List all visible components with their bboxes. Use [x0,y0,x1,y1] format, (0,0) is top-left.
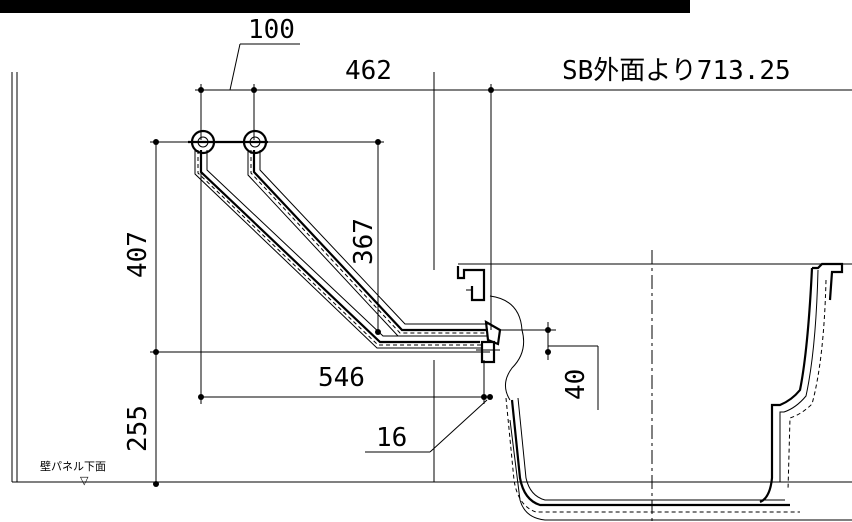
wall-panel-bottom-label: 壁パネル下面 [40,459,106,473]
dimension-40 [500,322,599,410]
dim-16-label: 16 [376,423,407,453]
dimension-top [195,43,852,330]
dimension-16 [365,399,488,453]
dimension-546 [198,150,493,404]
dim-546-label: 546 [318,363,365,393]
wall-lines [11,72,852,483]
dim-40-label: 40 [561,369,591,400]
dim-100-label: 100 [248,15,295,45]
bathtub-outline [456,250,852,522]
level-mark: ▽ [80,474,89,487]
header-bar [0,0,690,13]
faucet-piping [188,129,502,364]
dim-sb-offset-label: SB外面より713.25 [562,56,791,86]
dim-462-label: 462 [345,56,392,86]
dim-367-label: 367 [349,218,379,265]
dim-407-label: 407 [123,231,153,278]
dim-255-label: 255 [123,405,153,452]
